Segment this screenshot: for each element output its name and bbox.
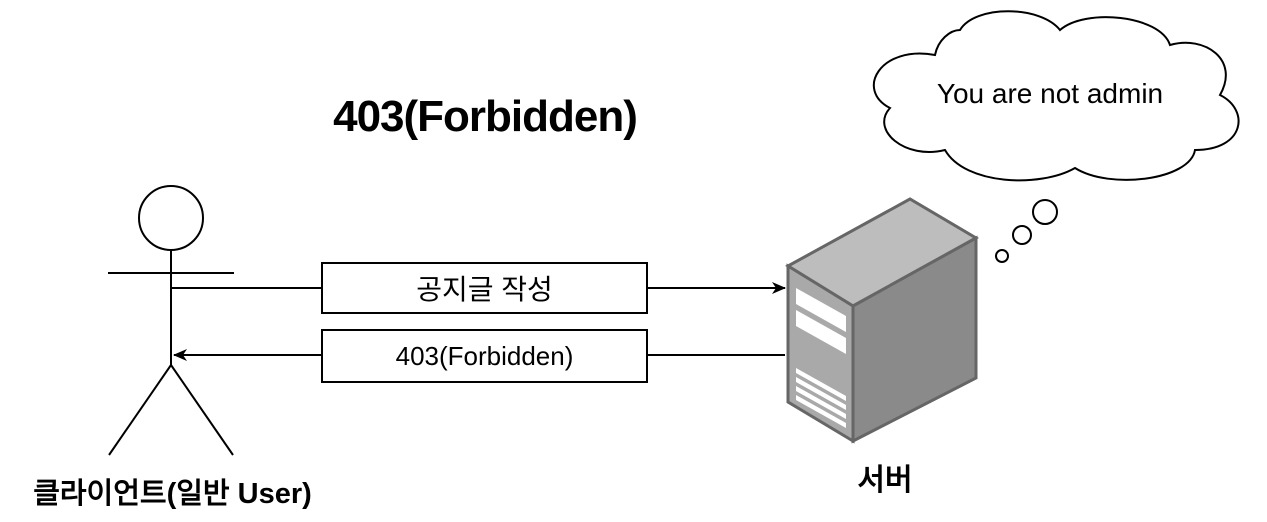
server-tower-icon — [785, 197, 980, 444]
thought-cloud-icon — [872, 10, 1240, 263]
stick-figure-icon — [108, 185, 234, 456]
request-message-label: 공지글 작성 — [416, 274, 553, 305]
response-message-box: 403(Forbidden) — [321, 329, 648, 383]
thought-text: You are not admin — [936, 78, 1164, 109]
server-label: 서버 — [857, 464, 913, 497]
page-title: 403(Forbidden) — [333, 92, 638, 141]
actor-label: 클라이언트(일반 User) — [33, 478, 312, 510]
response-message-label: 403(Forbidden) — [395, 340, 574, 371]
request-message-box: 공지글 작성 — [321, 262, 648, 314]
